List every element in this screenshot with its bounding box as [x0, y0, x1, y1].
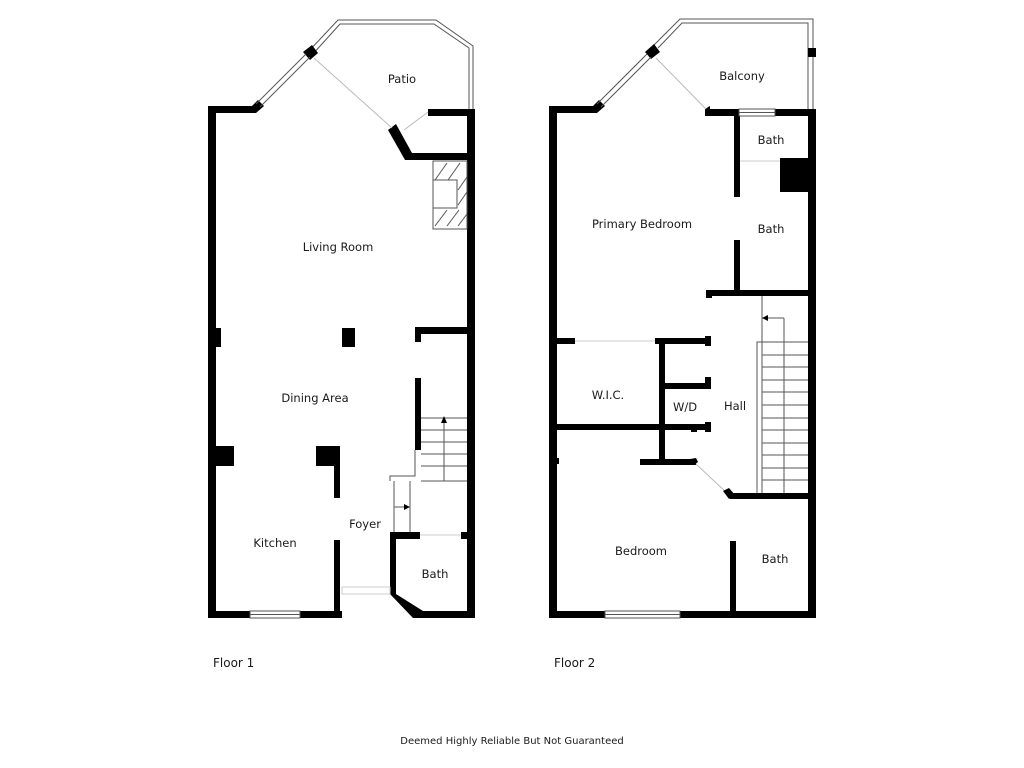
room-label-patio: Patio [387, 72, 417, 86]
room-label-hall: Hall [723, 399, 747, 413]
room-label-kitchen: Kitchen [253, 536, 297, 550]
front-door [341, 586, 391, 595]
balcony-railing [653, 18, 814, 110]
room-label-bedroom: Bedroom [614, 544, 668, 558]
patio-window [255, 53, 311, 108]
floor-2-plan [549, 18, 816, 619]
room-label-balcony: Balcony [719, 69, 765, 83]
disclaimer: Deemed Highly Reliable But Not Guarantee… [400, 736, 624, 747]
floor-2-stairs [756, 296, 808, 493]
room-label-bath-floor-1: Bath [421, 567, 449, 581]
fireplace [432, 160, 468, 230]
room-label-wic: W.I.C. [591, 388, 625, 402]
floor-2-title: Floor 2 [554, 656, 596, 670]
patio-diagonal-wall [388, 124, 412, 160]
patio-railing [307, 19, 474, 110]
room-label-wd: W/D [672, 400, 698, 414]
room-label-bath-lower: Bath [761, 552, 789, 566]
floor-1-stairs [389, 417, 467, 532]
bath-diagonal-wall [390, 594, 423, 618]
room-label-foyer: Foyer [349, 517, 381, 531]
floor-1-plan [208, 19, 475, 619]
floor-1-title: Floor 1 [213, 656, 255, 670]
room-label-dining-area: Dining Area [281, 391, 349, 405]
room-label-bath-upper: Bath [757, 133, 785, 147]
room-label-bath-primary: Bath [757, 222, 785, 236]
room-label-living-room: Living Room [302, 240, 374, 254]
floor-1-walls [208, 106, 475, 618]
floor-2-walls [549, 106, 816, 618]
room-label-primary-bedroom: Primary Bedroom [591, 217, 693, 231]
